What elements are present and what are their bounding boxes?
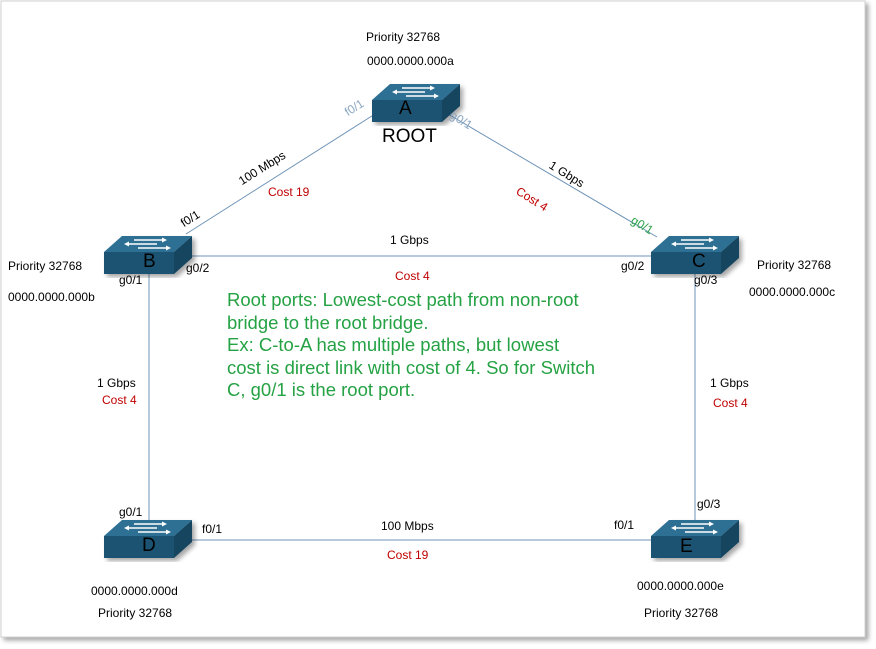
switch-e-icon[interactable] bbox=[650, 519, 740, 559]
switch-e-mac: 0000.0000.000e bbox=[637, 579, 724, 593]
link-bc-port-c: g0/2 bbox=[621, 259, 645, 273]
switch-d-priority: Priority 32768 bbox=[98, 606, 173, 620]
switch-b-mac: 0000.0000.000b bbox=[8, 290, 95, 304]
switch-a-icon[interactable] bbox=[371, 83, 461, 123]
switch-b-letter: B bbox=[143, 251, 156, 272]
link-bd-cost: Cost 4 bbox=[102, 393, 137, 407]
link-bc-port-b: g0/2 bbox=[186, 261, 210, 275]
link-ce-port-e: g0/3 bbox=[697, 497, 721, 511]
link-ce-speed: 1 Gbps bbox=[710, 376, 749, 390]
link-de-speed: 100 Mbps bbox=[381, 519, 434, 533]
switch-a-mac: 0000.0000.000a bbox=[367, 54, 454, 68]
link-ab-cost: Cost 19 bbox=[268, 185, 310, 199]
switch-c-letter: C bbox=[692, 251, 706, 272]
root-port-note: Root ports: Lowest-cost path from non-ro… bbox=[227, 289, 667, 402]
switch-e-priority: Priority 32768 bbox=[644, 606, 719, 620]
note-line: Ex: C-to-A has multiple paths, but lowes… bbox=[227, 334, 560, 355]
link-bc-cost: Cost 4 bbox=[395, 269, 430, 283]
link-bc-speed: 1 Gbps bbox=[390, 233, 429, 247]
link-a-c bbox=[447, 113, 658, 238]
note-line: bridge to the root bridge. bbox=[227, 311, 429, 333]
link-bd-speed: 1 Gbps bbox=[97, 376, 136, 390]
switch-a-priority: Priority 32768 bbox=[366, 30, 441, 44]
note-line: C, g0/1 is the root port. bbox=[227, 379, 416, 400]
note-line: Root ports: Lowest-cost path from non-ro… bbox=[227, 289, 579, 310]
root-label: ROOT bbox=[382, 126, 437, 147]
switch-c-priority: Priority 32768 bbox=[757, 258, 832, 272]
link-ce-port-c: g0/3 bbox=[694, 273, 718, 287]
links bbox=[148, 113, 696, 541]
link-bd-port-d: g0/1 bbox=[119, 505, 143, 519]
link-de-port-e: f0/1 bbox=[614, 518, 635, 532]
link-a-b bbox=[185, 113, 376, 235]
link-de-cost: Cost 19 bbox=[387, 548, 429, 562]
note-line: cost is direct link with cost of 4. So f… bbox=[227, 356, 596, 378]
switch-e-letter: E bbox=[680, 536, 693, 557]
link-de-port-d: f0/1 bbox=[202, 522, 223, 536]
link-bd-port-b: g0/1 bbox=[119, 273, 143, 287]
switch-b-priority: Priority 32768 bbox=[8, 259, 83, 273]
link-ce-cost: Cost 4 bbox=[713, 396, 748, 410]
switch-d-letter: D bbox=[142, 535, 156, 556]
switch-d-mac: 0000.0000.000d bbox=[91, 584, 178, 598]
switch-a-letter: A bbox=[399, 98, 412, 119]
switch-c-mac: 0000.0000.000c bbox=[749, 285, 836, 299]
